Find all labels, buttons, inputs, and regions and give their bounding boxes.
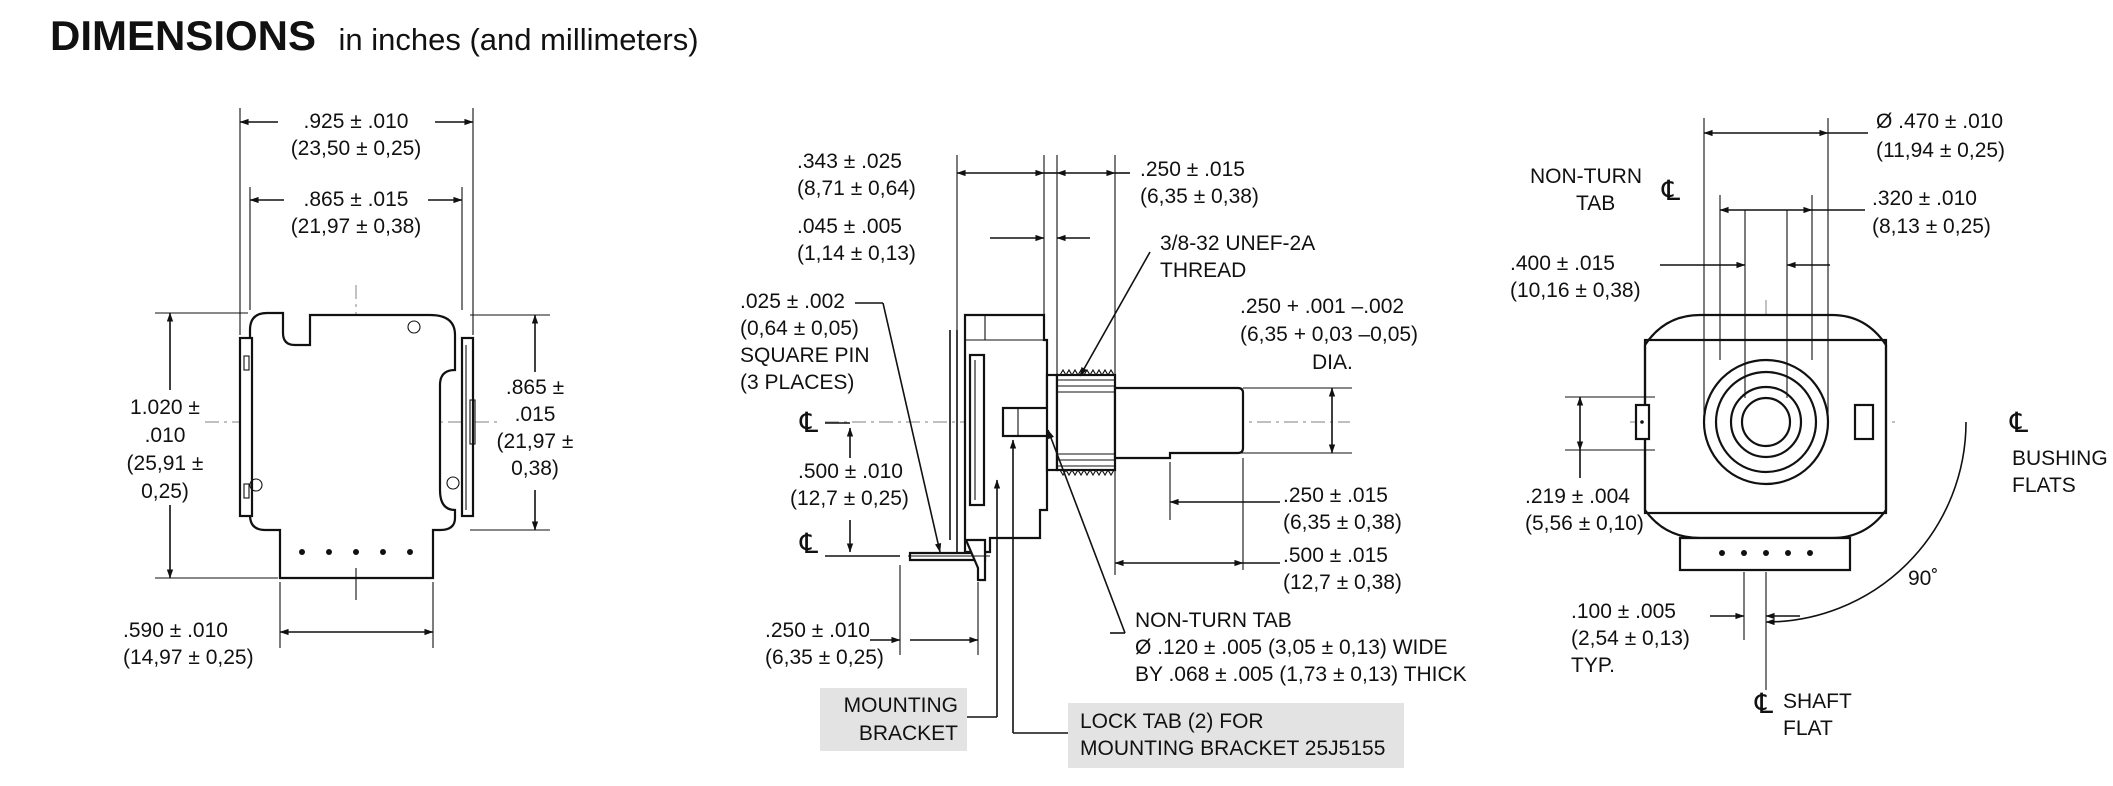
front-height-left-1: 1.020 ±	[130, 396, 200, 419]
end-d219-mm: (5,56 ± 0,10)	[1525, 512, 1644, 535]
side-d045-mm: (1,14 ± 0,13)	[797, 242, 916, 265]
side-threaded-bushing	[1055, 373, 1117, 472]
front-height-right-3: (21,97 ±	[497, 430, 574, 453]
side-pin-1: .025 ± .002	[740, 290, 845, 313]
mounting-hole-bottom-right	[446, 476, 460, 490]
side-d045-in: .045 ± .005	[797, 215, 902, 238]
front-width-outer-in: .925 ± .010	[304, 110, 409, 133]
front-left-plate	[238, 336, 254, 518]
side-d250-bottom-mm: (6,35 ± 0,25)	[765, 646, 884, 669]
side-non-turn-tab-1: NON-TURN TAB	[1135, 609, 1292, 632]
lock-tab-label-2: MOUNTING BRACKET 25J5155	[1080, 737, 1385, 760]
front-height-right-2: .015	[515, 403, 556, 426]
side-cl-lower: ℄	[799, 528, 818, 559]
side-dia-1: .250 + .001 –.002	[1240, 295, 1404, 318]
front-height-left-3: (25,91 ±	[127, 452, 204, 475]
side-pin-2: (0,64 ± 0,05)	[740, 317, 859, 340]
side-thread-1: 3/8-32 UNEF-2A	[1160, 232, 1315, 255]
end-cl-top: ℄	[1661, 175, 1680, 206]
side-view: .343 ± .025 (8,71 ± 0,64) .250 ± .015 (6…	[740, 150, 1467, 768]
front-width-inner-in: .865 ± .015	[304, 188, 409, 211]
side-d250-top-in: .250 ± .015	[1140, 158, 1245, 181]
end-d320-in: .320 ± .010	[1872, 187, 1977, 210]
end-d320-mm: (8,13 ± 0,25)	[1872, 215, 1991, 238]
front-view: .925 ± .010 (23,50 ± 0,25) .865 ± .015 (…	[123, 108, 573, 669]
side-d250-top-mm: (6,35 ± 0,38)	[1140, 185, 1259, 208]
side-d250-right-in: .250 ± .015	[1283, 484, 1388, 507]
end-angle: 90˚	[1908, 567, 1938, 590]
front-height-left-4: 0,25)	[141, 480, 189, 503]
side-d250-right-mm: (6,35 ± 0,38)	[1283, 511, 1402, 534]
side-non-turn-tab-3: BY .068 ± .005 (1,73 ± 0,13) THICK	[1135, 663, 1467, 686]
side-pin-4: (3 PLACES)	[740, 371, 854, 394]
front-height-right-4: 0,38)	[511, 457, 559, 480]
mounting-bracket-label-box	[820, 688, 967, 751]
front-right-plate	[460, 336, 475, 518]
side-d500-left-in: .500 ± .010	[798, 460, 903, 483]
mounting-hole-top-right	[407, 320, 421, 334]
side-d250-bottom-in: .250 ± .010	[765, 619, 870, 642]
side-dia-2: (6,35 + 0,03 –0,05)	[1240, 323, 1418, 346]
side-shaft	[1113, 386, 1245, 460]
lock-tab-label-box	[1068, 703, 1404, 768]
side-cl-upper: ℄	[799, 407, 818, 438]
title-main: DIMENSIONS	[50, 12, 317, 59]
end-cl-bushing: ℄	[2009, 407, 2028, 438]
end-bushing-flats-2: FLATS	[2012, 474, 2076, 497]
end-shaft-flat-2: FLAT	[1783, 717, 1833, 740]
end-non-turn-tab-2: TAB	[1576, 192, 1615, 215]
end-d100-in: .100 ± .005	[1571, 600, 1676, 623]
end-d219-in: .219 ± .004	[1525, 485, 1630, 508]
end-shaft-flat-1: SHAFT	[1783, 690, 1852, 713]
end-d100-mm: (2,54 ± 0,13)	[1571, 627, 1690, 650]
end-d470-mm: (11,94 ± 0,25)	[1876, 139, 2005, 162]
end-view: Ø .470 ± .010 (11,94 ± 0,25) .320 ± .010…	[1510, 110, 2108, 740]
end-bushing-flats-1: BUSHING	[2012, 447, 2108, 470]
mounting-hole-bottom-left	[249, 478, 263, 492]
end-d400-mm: (10,16 ± 0,38)	[1510, 279, 1641, 302]
page-title: DIMENSIONS in inches (and millimeters)	[50, 12, 699, 60]
side-thread-2: THREAD	[1160, 259, 1246, 282]
side-d500-right-in: .500 ± .015	[1283, 544, 1388, 567]
front-bottom-tab-mm: (14,97 ± 0,25)	[123, 646, 254, 669]
lock-tab-label-1: LOCK TAB (2) FOR	[1080, 710, 1264, 733]
front-height-left-2: .010	[145, 424, 186, 447]
side-bushing-flange	[1045, 373, 1059, 472]
front-bottom-tab-in: .590 ± .010	[123, 619, 228, 642]
end-non-turn-tab-1: NON-TURN	[1530, 165, 1642, 188]
side-dia-3: DIA.	[1312, 351, 1353, 374]
mounting-bracket-label-2: BRACKET	[859, 722, 958, 745]
end-d400-in: .400 ± .015	[1510, 252, 1615, 275]
side-d343-mm: (8,71 ± 0,64)	[797, 177, 916, 200]
side-d500-right-mm: (12,7 ± 0,38)	[1283, 571, 1402, 594]
side-non-turn-tab-2: Ø .120 ± .005 (3,05 ± 0,13) WIDE	[1135, 636, 1448, 659]
end-d100-typ: TYP.	[1571, 654, 1615, 677]
title-subtitle: in inches (and millimeters)	[338, 22, 699, 57]
side-d343-in: .343 ± .025	[797, 150, 902, 173]
end-d470-in: Ø .470 ± .010	[1876, 110, 2003, 133]
front-housing	[248, 311, 457, 580]
end-cl-shaft: ℄	[1754, 688, 1773, 719]
end-shaft	[1740, 396, 1792, 448]
side-pin-3: SQUARE PIN	[740, 344, 870, 367]
side-d500-left-mm: (12,7 ± 0,25)	[790, 487, 909, 510]
front-width-inner-mm: (21,97 ± 0,38)	[291, 215, 422, 238]
front-width-outer-mm: (23,50 ± 0,25)	[291, 137, 422, 160]
front-height-right-1: .865 ±	[506, 376, 564, 399]
mounting-bracket-label-1: MOUNTING	[844, 694, 958, 717]
